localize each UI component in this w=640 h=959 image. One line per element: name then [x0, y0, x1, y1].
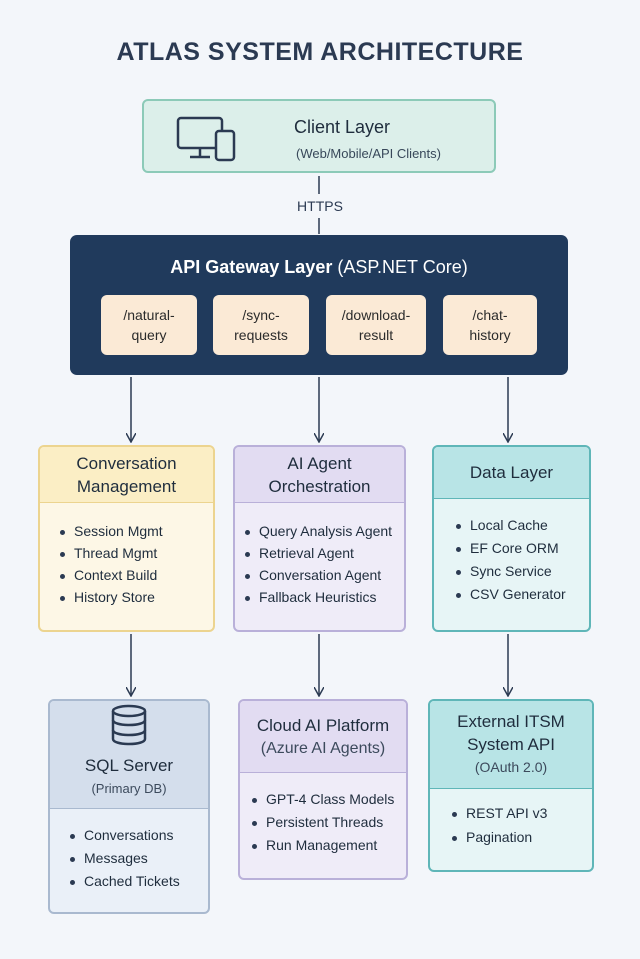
desktop-mobile-icon: [176, 116, 236, 162]
cloud-ai-platform-subtitle: (Azure AI Agents): [260, 739, 386, 757]
external-itsm-subtitle: (OAuth 2.0): [474, 759, 548, 775]
endpoint-label: query: [131, 327, 167, 343]
cloud-ai-platform-list: GPT-4 Class Models Persistent Threads Ru…: [240, 773, 406, 853]
client-layer-title: Client Layer: [294, 117, 391, 137]
client-layer-subtitle: (Web/Mobile/API Clients): [296, 146, 441, 161]
sql-server-subtitle: (Primary DB): [91, 781, 167, 796]
endpoint-natural-query: /natural-query: [101, 295, 197, 355]
endpoint-chat-history: /chat-history: [443, 295, 537, 355]
data-layer-header: Data Layer: [434, 447, 589, 499]
list-item: Messages: [68, 850, 208, 866]
ai-agent-orchestration-title: AI Agent: [287, 453, 352, 473]
endpoint-label: /sync-: [242, 307, 280, 323]
list-item: History Store: [58, 589, 213, 605]
list-item: Pagination: [450, 829, 592, 845]
endpoint-label: /natural-: [123, 307, 175, 323]
conversation-management-title: Conversation: [76, 453, 177, 473]
conversation-management-title: Management: [76, 476, 177, 496]
list-item: Local Cache: [454, 517, 589, 533]
endpoint-label: /download-: [341, 307, 411, 323]
list-item: CSV Generator: [454, 586, 589, 602]
list-item: Persistent Threads: [250, 814, 406, 830]
page-title: ATLAS SYSTEM ARCHITECTURE: [116, 38, 524, 66]
api-gateway-title-main: API Gateway Layer: [170, 257, 333, 277]
list-item: Sync Service: [454, 563, 589, 579]
endpoint-label: history: [469, 327, 511, 343]
sql-server-title: SQL Server: [84, 756, 174, 775]
sql-server-header: SQL Server (Primary DB): [50, 701, 208, 809]
sql-server-list: Conversations Messages Cached Tickets: [50, 809, 208, 889]
list-item: REST API v3: [450, 805, 592, 821]
list-item: Cached Tickets: [68, 873, 208, 889]
api-gateway-title-tech: (ASP.NET Core): [332, 257, 468, 277]
list-item: Context Build: [58, 567, 213, 583]
endpoint-label: /chat-: [472, 307, 508, 323]
api-gateway-box: API Gateway Layer (ASP.NET Core) /natura…: [70, 235, 568, 375]
ai-agent-orchestration-list: Query Analysis Agent Retrieval Agent Con…: [235, 503, 404, 605]
api-gateway-title: API Gateway Layer (ASP.NET Core): [70, 257, 568, 278]
cloud-ai-platform-header: Cloud AI Platform (Azure AI Agents): [240, 701, 406, 773]
conversation-management-box: Conversation Management Session Mgmt Thr…: [38, 445, 215, 632]
endpoint-sync-requests: /sync-requests: [213, 295, 309, 355]
list-item: Conversation Agent: [243, 567, 404, 583]
database-icon: [111, 704, 147, 746]
cloud-ai-platform-box: Cloud AI Platform (Azure AI Agents) GPT-…: [238, 699, 408, 880]
list-item: Run Management: [250, 837, 406, 853]
external-itsm-title: System API: [467, 735, 555, 754]
data-layer-box: Data Layer Local Cache EF Core ORM Sync …: [432, 445, 591, 632]
external-itsm-title: External ITSM: [457, 712, 565, 731]
ai-agent-orchestration-title: Orchestration: [268, 476, 371, 496]
ai-agent-orchestration-header: AI Agent Orchestration: [235, 447, 404, 503]
list-item: Conversations: [68, 827, 208, 843]
endpoint-download-result: /download-result: [326, 295, 426, 355]
external-itsm-header: External ITSM System API (OAuth 2.0): [430, 701, 592, 789]
conversation-management-header: Conversation Management: [40, 447, 213, 503]
data-layer-list: Local Cache EF Core ORM Sync Service CSV…: [434, 499, 589, 602]
conversation-management-list: Session Mgmt Thread Mgmt Context Build H…: [40, 503, 213, 605]
https-label: HTTPS: [297, 198, 343, 214]
endpoint-label: requests: [234, 327, 288, 343]
list-item: EF Core ORM: [454, 540, 589, 556]
ai-agent-orchestration-box: AI Agent Orchestration Query Analysis Ag…: [233, 445, 406, 632]
list-item: Fallback Heuristics: [243, 589, 404, 605]
list-item: GPT-4 Class Models: [250, 791, 406, 807]
list-item: Session Mgmt: [58, 523, 213, 539]
endpoint-label: result: [358, 327, 394, 343]
external-itsm-box: External ITSM System API (OAuth 2.0) RES…: [428, 699, 594, 872]
list-item: Thread Mgmt: [58, 545, 213, 561]
list-item: Retrieval Agent: [243, 545, 404, 561]
list-item: Query Analysis Agent: [243, 523, 404, 539]
data-layer-title: Data Layer: [469, 463, 554, 482]
cloud-ai-platform-title: Cloud AI Platform: [256, 715, 390, 735]
sql-server-box: SQL Server (Primary DB) Conversations Me…: [48, 699, 210, 914]
external-itsm-list: REST API v3 Pagination: [430, 789, 592, 845]
client-layer-box: Client Layer (Web/Mobile/API Clients): [142, 99, 496, 173]
